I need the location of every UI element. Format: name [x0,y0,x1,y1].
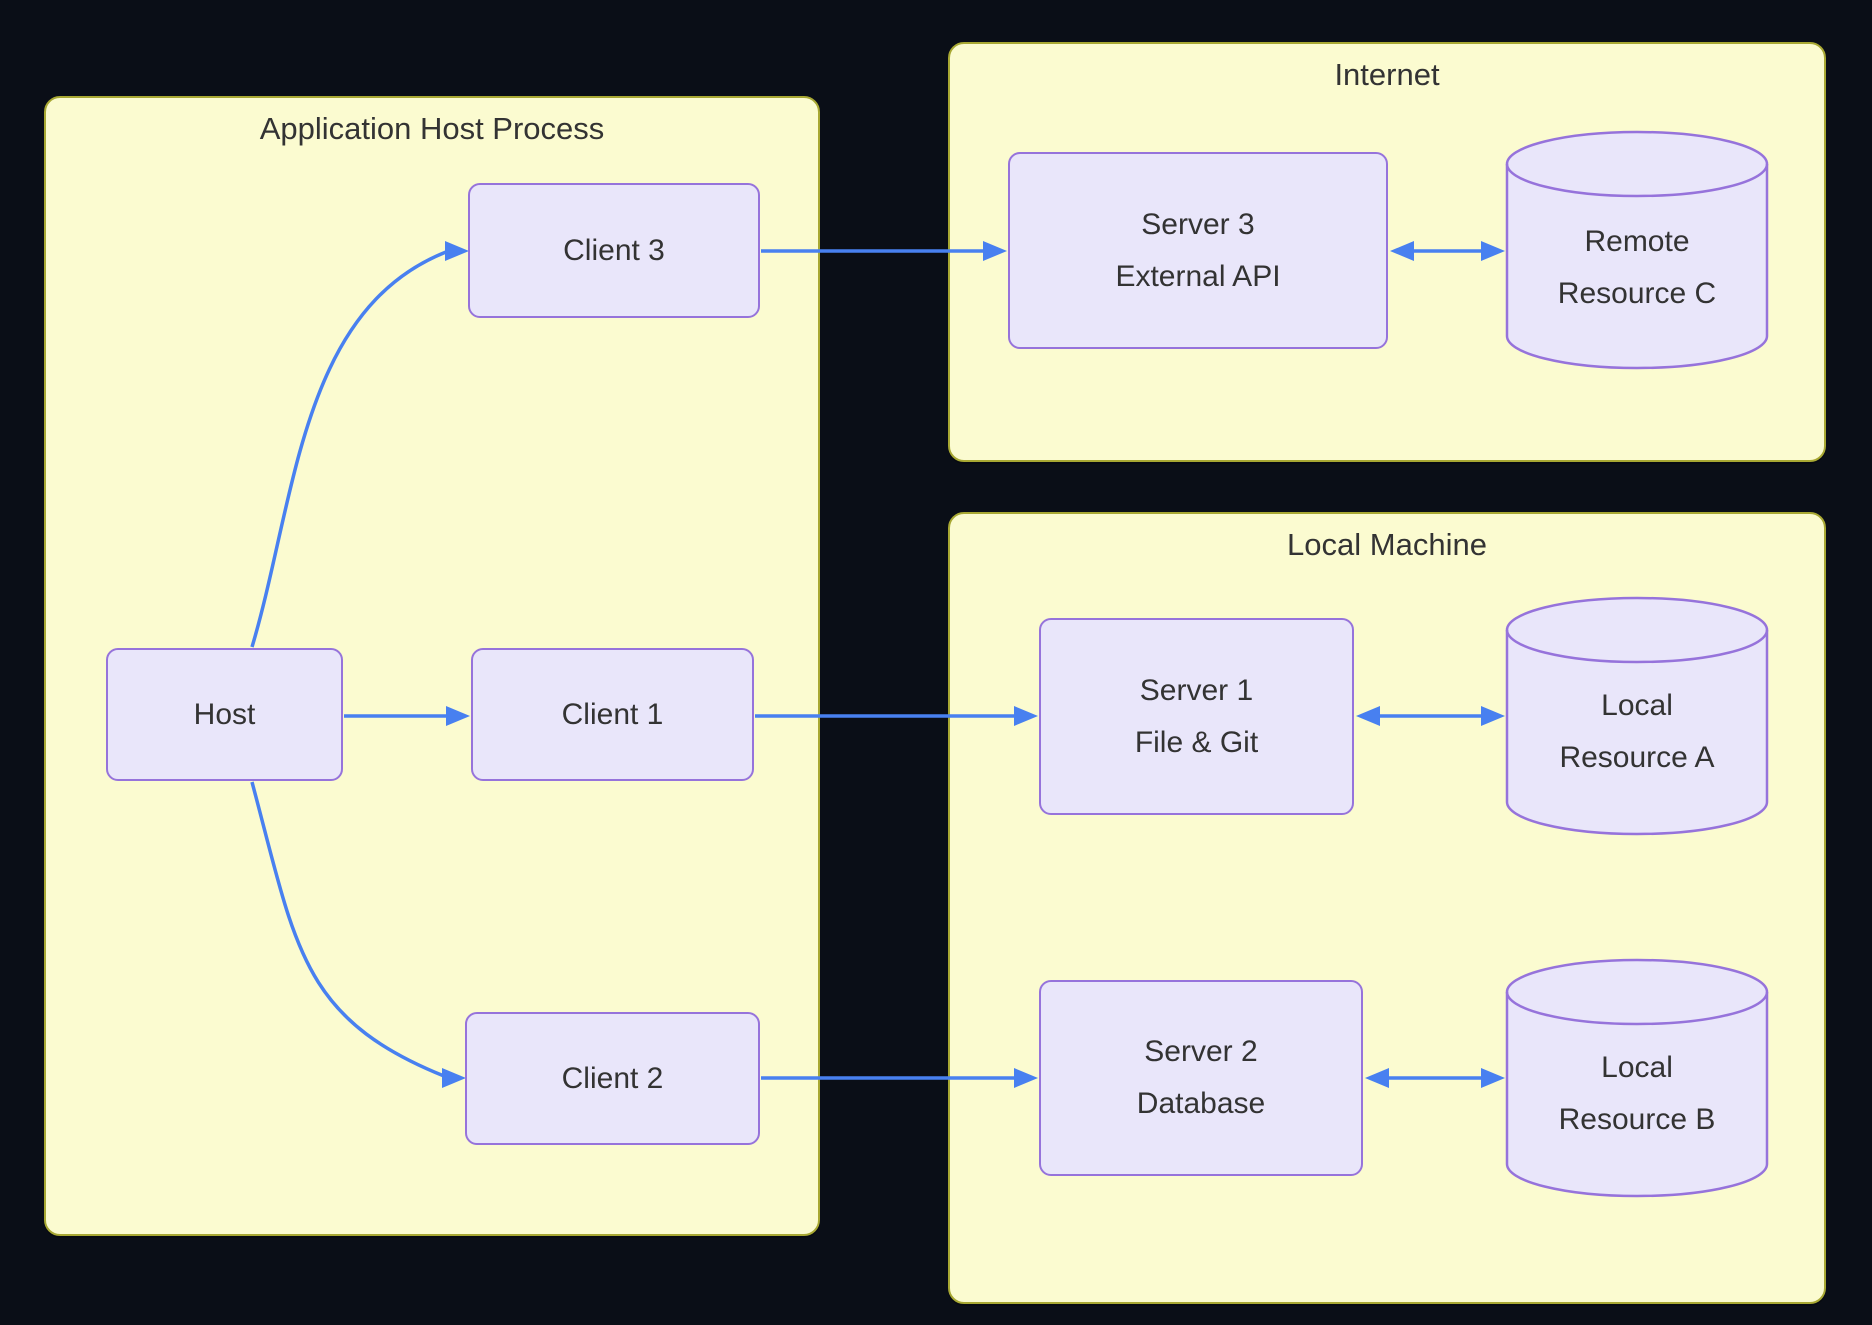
node-resource-b-line1: Local [1601,1051,1673,1084]
group-title-internet: Internet [1334,57,1440,92]
node-resource-a-line1: Local [1601,689,1673,722]
node-host-label: Host [193,697,256,731]
node-client3-label: Client 3 [563,233,665,267]
node-client2-label: Client 2 [561,1061,664,1095]
node-resource-c-label: Remote Resource C [1558,216,1716,320]
node-resource-a-label: Local Resource A [1559,680,1714,784]
node-server3: Server 3 External API [1008,152,1388,349]
node-client2: Client 2 [465,1012,760,1145]
node-server2: Server 2 Database [1039,980,1363,1176]
node-server1-line2: File & Git [1134,725,1259,759]
node-resource-c-line1: Remote [1584,225,1690,258]
node-client1-label: Client 1 [561,697,664,731]
node-server1-line1: Server 1 [1139,673,1254,707]
node-resource-b-label: Local Resource B [1559,1042,1716,1146]
node-server2-line2: Database [1136,1087,1266,1120]
node-server3-line1: Server 3 [1141,207,1255,241]
node-resource-a-line2: Resource A [1559,741,1715,774]
node-client3: Client 3 [468,183,760,318]
node-server2-line1: Server 2 [1144,1035,1258,1068]
node-resource-c-line2: Resource C [1557,277,1717,310]
node-client1: Client 1 [471,648,754,781]
group-title-local-machine: Local Machine [1287,527,1487,562]
group-title-application-host-process: Application Host Process [259,111,605,146]
node-server3-line2: External API [1115,259,1281,293]
node-host: Host [106,648,343,781]
node-resource-b-line2: Resource B [1558,1103,1716,1136]
node-server1: Server 1 File & Git [1039,618,1354,815]
